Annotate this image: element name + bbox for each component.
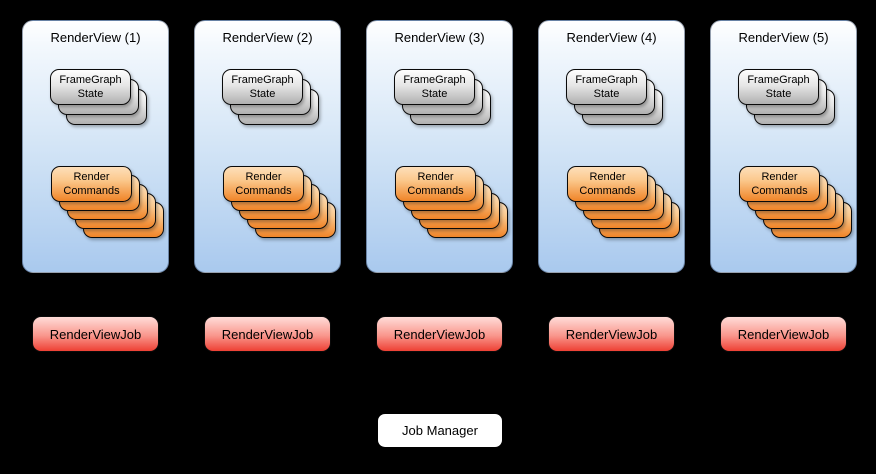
render-commands-card-front: Render Commands xyxy=(739,166,820,202)
framegraph-state-card-front: FrameGraph State xyxy=(738,69,819,105)
framegraph-state-card-front: FrameGraph State xyxy=(50,69,131,105)
job-manager-label: Job Manager xyxy=(402,423,478,438)
render-commands-card-front: Render Commands xyxy=(51,166,132,202)
framegraph-state-label: FrameGraph State xyxy=(231,74,294,100)
framegraph-state-stack: FrameGraph State xyxy=(738,69,850,127)
renderviewjob-label: RenderViewJob xyxy=(221,326,314,342)
framegraph-state-label: FrameGraph State xyxy=(575,74,638,100)
renderviewjob-box-2: RenderViewJob xyxy=(204,316,331,352)
framegraph-state-label: FrameGraph State xyxy=(403,74,466,100)
renderview-panel-2: RenderView (2) FrameGraph State Render C… xyxy=(194,20,341,273)
renderviewjob-box-4: RenderViewJob xyxy=(548,316,675,352)
framegraph-state-stack: FrameGraph State xyxy=(566,69,678,127)
renderviewjob-label: RenderViewJob xyxy=(737,326,830,342)
panel-title: RenderView (3) xyxy=(394,30,485,45)
framegraph-state-card-front: FrameGraph State xyxy=(222,69,303,105)
framegraph-state-label: FrameGraph State xyxy=(747,74,810,100)
render-commands-label: Render Commands xyxy=(407,171,464,197)
render-commands-stack: Render Commands xyxy=(739,166,876,242)
panel-title: RenderView (1) xyxy=(50,30,141,45)
framegraph-state-stack: FrameGraph State xyxy=(222,69,334,127)
framegraph-state-stack: FrameGraph State xyxy=(50,69,162,127)
renderview-panel-4: RenderView (4) FrameGraph State Render C… xyxy=(538,20,685,273)
renderviewjob-box-3: RenderViewJob xyxy=(376,316,503,352)
render-commands-card-front: Render Commands xyxy=(223,166,304,202)
framegraph-state-card-front: FrameGraph State xyxy=(394,69,475,105)
renderviewjob-label: RenderViewJob xyxy=(393,326,486,342)
render-commands-card-front: Render Commands xyxy=(395,166,476,202)
render-commands-stack: Render Commands xyxy=(223,166,363,242)
renderview-panel-3: RenderView (3) FrameGraph State Render C… xyxy=(366,20,513,273)
framegraph-state-label: FrameGraph State xyxy=(59,74,122,100)
framegraph-state-card-front: FrameGraph State xyxy=(566,69,647,105)
render-commands-card-front: Render Commands xyxy=(567,166,648,202)
framegraph-state-stack: FrameGraph State xyxy=(394,69,506,127)
panel-title: RenderView (5) xyxy=(738,30,829,45)
render-commands-label: Render Commands xyxy=(63,171,120,197)
panel-title: RenderView (4) xyxy=(566,30,657,45)
panel-title: RenderView (2) xyxy=(222,30,313,45)
render-commands-stack: Render Commands xyxy=(567,166,707,242)
renderviewjob-box-5: RenderViewJob xyxy=(720,316,847,352)
renderviewjob-label: RenderViewJob xyxy=(565,326,658,342)
job-manager-box: Job Manager xyxy=(377,413,503,448)
renderviewjob-label: RenderViewJob xyxy=(49,326,142,342)
renderview-panel-1: RenderView (1) FrameGraph State Render C… xyxy=(22,20,169,273)
renderview-panel-5: RenderView (5) FrameGraph State Render C… xyxy=(710,20,857,273)
render-commands-stack: Render Commands xyxy=(395,166,535,242)
renderviewjob-box-1: RenderViewJob xyxy=(32,316,159,352)
render-commands-label: Render Commands xyxy=(235,171,292,197)
render-commands-stack: Render Commands xyxy=(51,166,191,242)
render-commands-label: Render Commands xyxy=(579,171,636,197)
render-commands-label: Render Commands xyxy=(751,171,808,197)
